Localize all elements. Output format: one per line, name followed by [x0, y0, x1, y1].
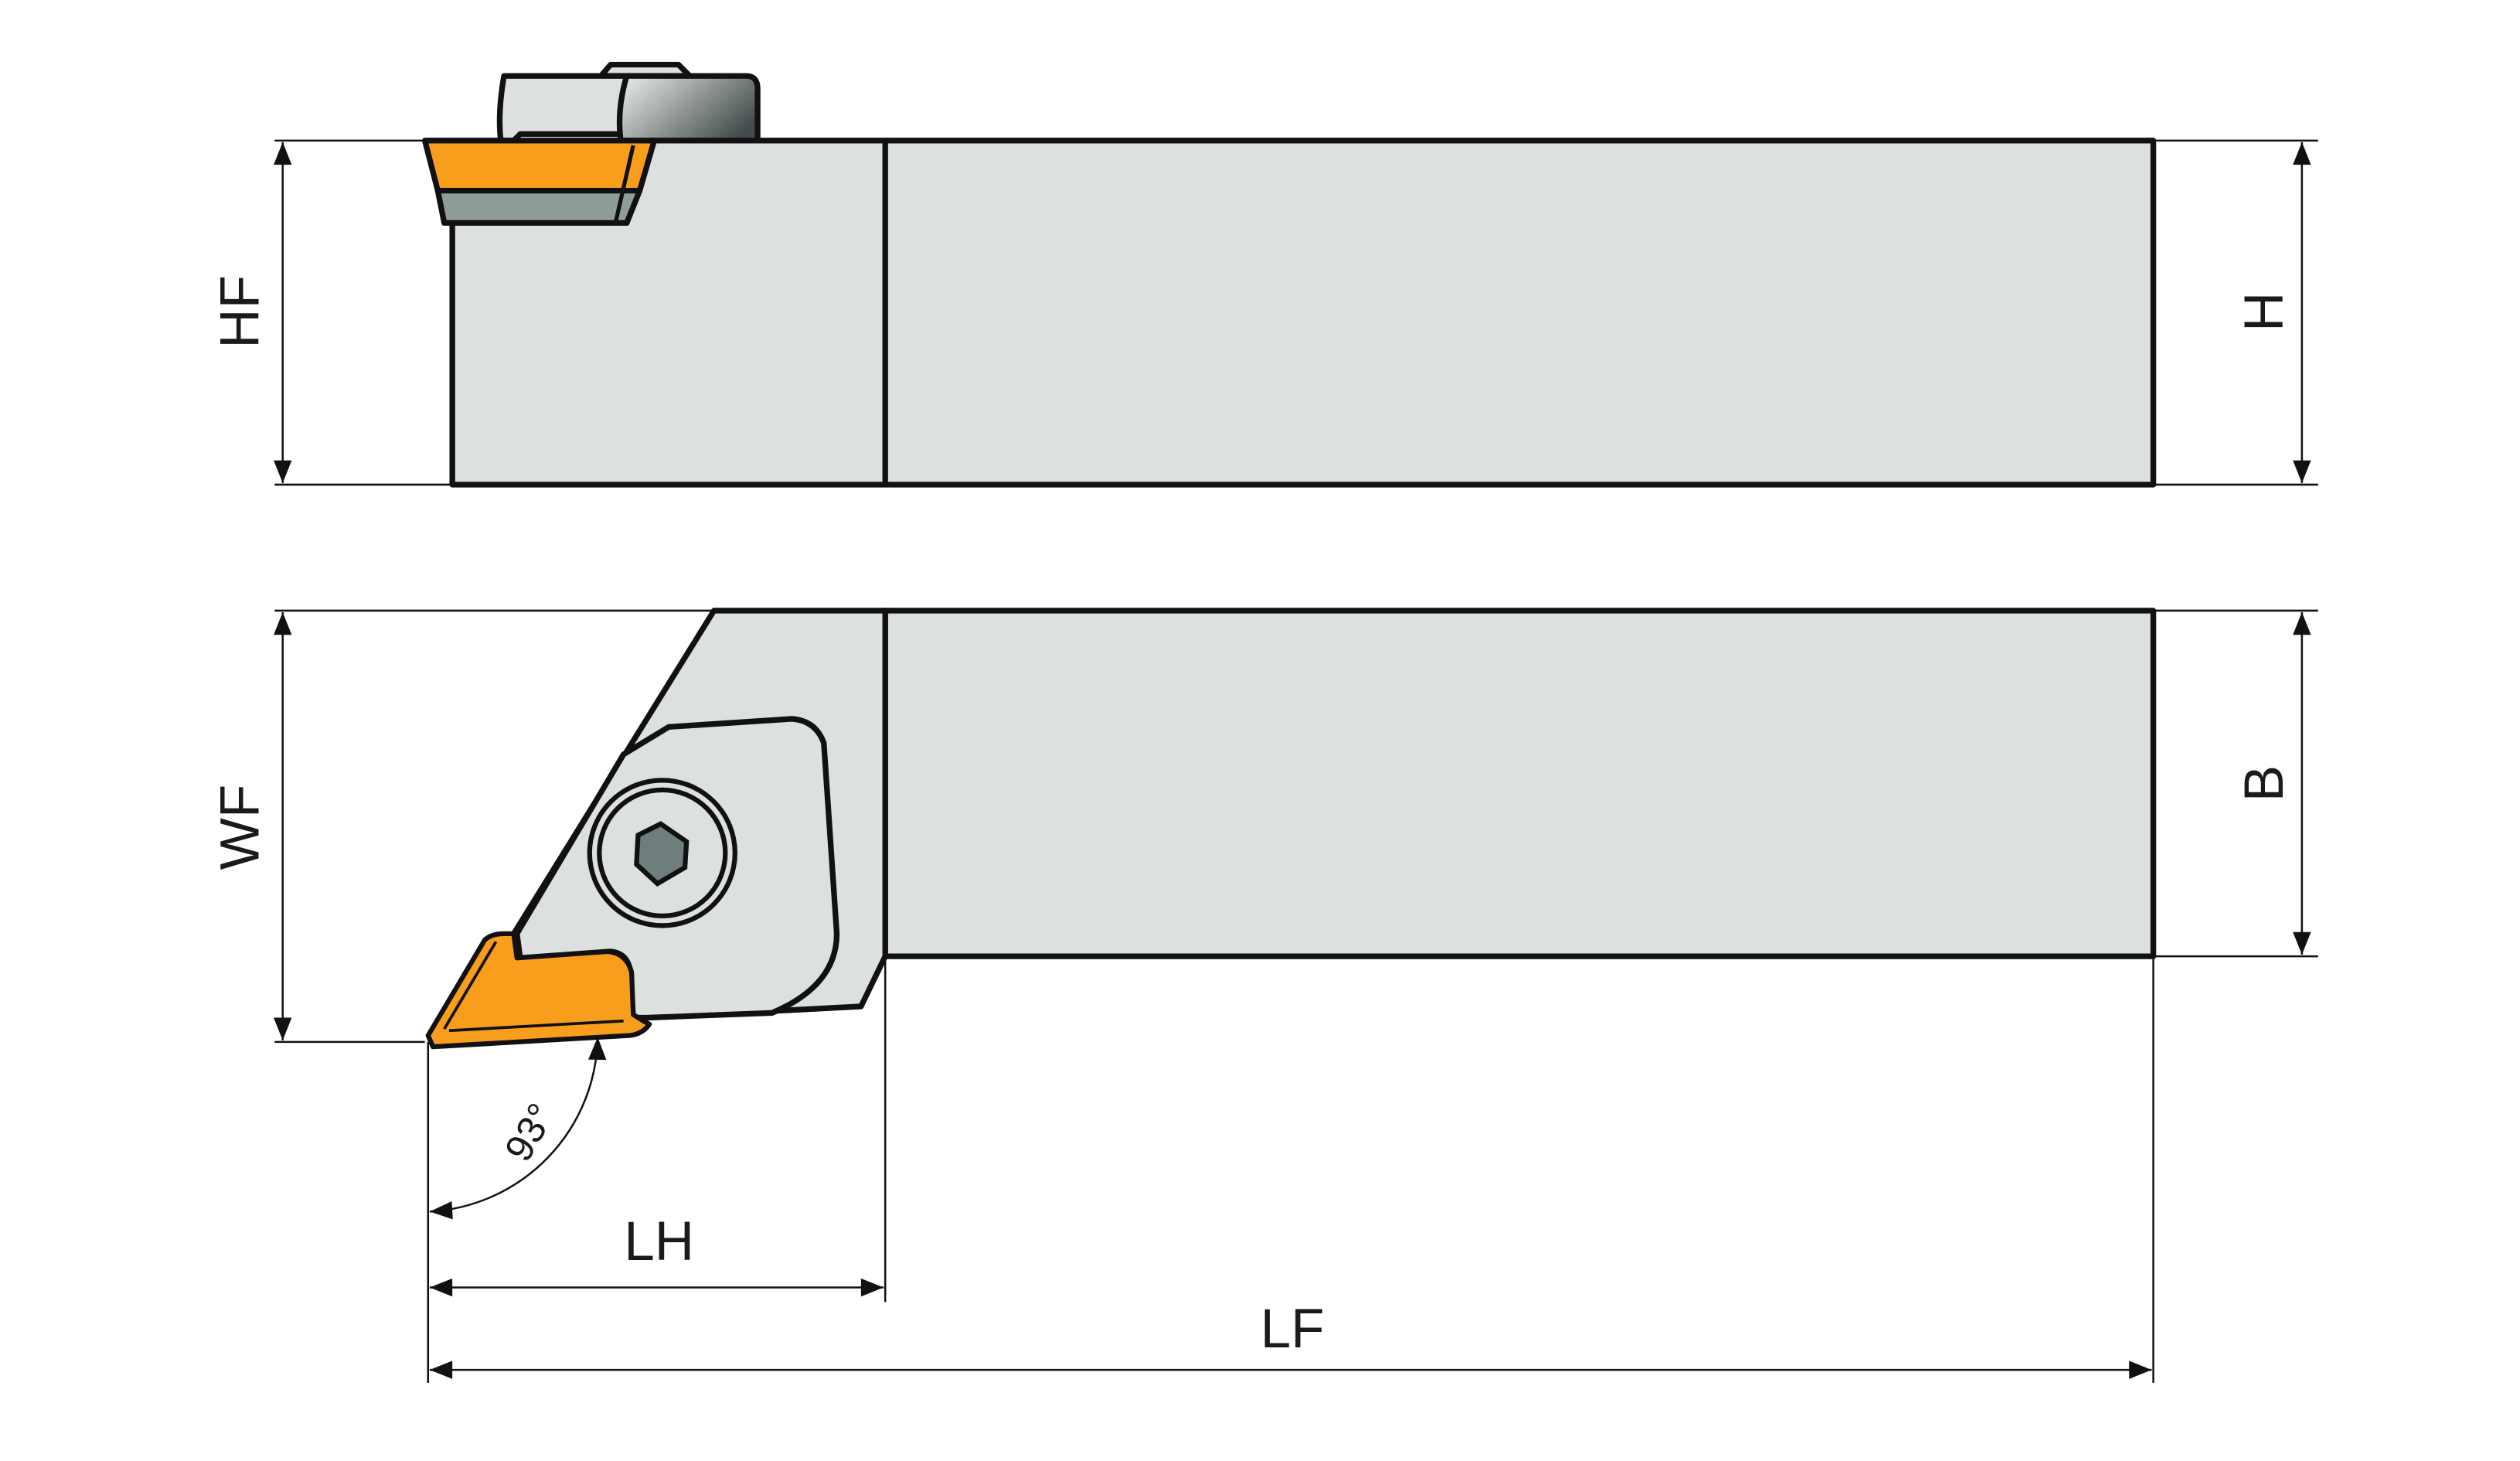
- h-dimension: H: [2153, 139, 2318, 486]
- clamp-left: [496, 73, 633, 144]
- shim-side: [434, 187, 643, 226]
- wf-dimension: WF: [209, 609, 714, 1044]
- shank-side: [449, 138, 2157, 488]
- lf-label: LF: [1260, 1299, 1324, 1360]
- lf-dimension: LF: [429, 1299, 2152, 1379]
- angle-dimension: 93°: [429, 1037, 607, 1220]
- insert-side: [421, 138, 658, 194]
- side-view: [421, 61, 2157, 488]
- lh-label: LH: [624, 1211, 694, 1272]
- b-dimension: B: [2153, 609, 2318, 958]
- shank-top: [882, 608, 2157, 959]
- b-label: B: [2234, 765, 2295, 802]
- wf-label: WF: [209, 785, 271, 870]
- top-view: [425, 608, 2157, 1050]
- hf-dimension: HF: [209, 139, 453, 486]
- angle-label: 93°: [496, 1096, 563, 1169]
- lh-dimension: LH: [429, 1211, 884, 1297]
- h-label: H: [2234, 292, 2295, 332]
- hex-socket-icon: [634, 821, 690, 887]
- hf-label: HF: [209, 275, 271, 349]
